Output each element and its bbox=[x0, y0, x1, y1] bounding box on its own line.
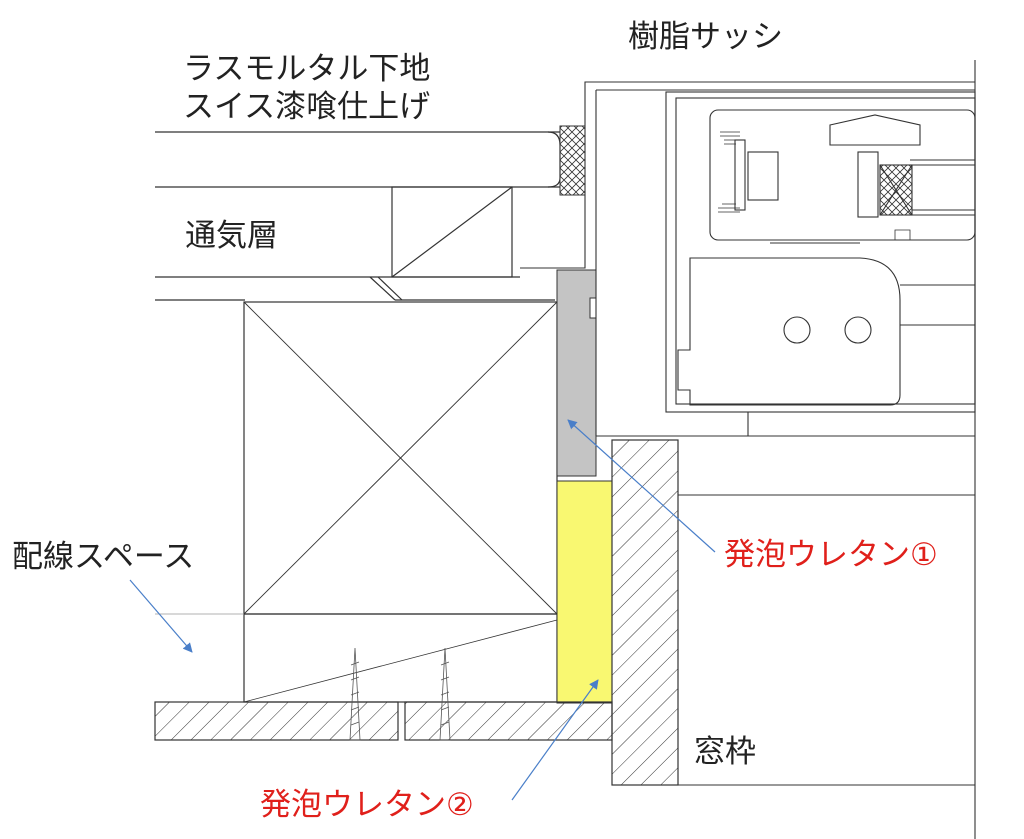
foam-urethane-1-region bbox=[556, 480, 613, 704]
window-frame-label: 窓枠 bbox=[694, 734, 756, 770]
screw-right bbox=[439, 647, 451, 741]
mortar-plaster-layer bbox=[155, 131, 561, 188]
wiring-space-label: 配線スペース bbox=[12, 539, 195, 575]
substrate-label-line2: スイス漆喰仕上げ bbox=[183, 89, 431, 125]
foam-urethane-2-arrow bbox=[511, 679, 599, 801]
timber-post bbox=[243, 301, 558, 703]
foam-urethane-1-label: 発泡ウレタン① bbox=[724, 537, 938, 573]
ventilation-layer-label: 通気層 bbox=[185, 218, 278, 254]
sash-seal-springs bbox=[718, 131, 911, 241]
wiring-space-arrow bbox=[129, 579, 193, 653]
sealant-joint bbox=[559, 125, 586, 196]
screw-left bbox=[349, 647, 361, 741]
ventilation-layer bbox=[155, 186, 555, 301]
interior-board-right bbox=[404, 701, 613, 741]
gasket-strip bbox=[556, 269, 597, 477]
substrate-label-line1: ラスモルタル下地 bbox=[183, 51, 431, 87]
window-frame-hatched bbox=[611, 439, 679, 786]
resin-sash-label: 樹脂サッシ bbox=[628, 19, 783, 55]
interior-board-left bbox=[154, 701, 399, 741]
resin-sash-profile bbox=[520, 81, 976, 436]
glass-unit bbox=[857, 151, 975, 218]
foam-urethane-1-arrow bbox=[567, 419, 716, 553]
foam-urethane-2-label: 発泡ウレタン② bbox=[260, 787, 474, 823]
